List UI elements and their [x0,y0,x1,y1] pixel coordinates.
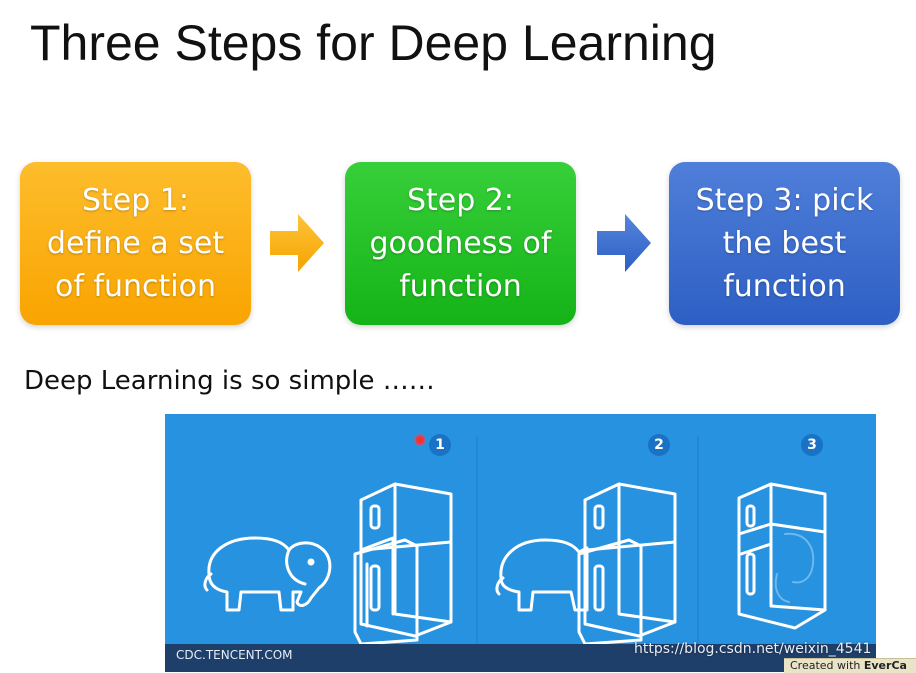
evercam-banner: Created with EverCa [784,658,916,673]
step-1-box: Step 1: define a set of function [20,162,251,325]
fridge-icon [353,482,453,646]
step-badge-3: 3 [801,434,823,456]
elephant-icon [203,536,332,612]
step-3-box: Step 3: pick the best function [669,162,900,325]
right-arrow-icon [270,214,324,272]
step-badge-2: 2 [648,434,670,456]
right-arrow-icon [597,214,651,272]
evercam-prefix: Created with [790,659,864,672]
evercam-brand: EverCa [863,659,907,672]
laser-pointer-icon [414,434,426,446]
source-bar [165,644,876,672]
slide-title: Three Steps for Deep Learning [30,15,717,71]
step-1-label: Step 1: define a set of function [46,183,225,304]
step-2-label: Step 2: goodness of function [369,183,552,304]
illustration-drawing [203,436,827,646]
image-source: CDC.TENCENT.COM [176,648,293,662]
elephant-fridge-illustration: 1 2 3 [165,414,876,672]
elephant-icon [495,538,589,612]
step-2-box: Step 2: goodness of function [345,162,576,325]
step-badge-1: 1 [429,434,451,456]
slide-subtitle: Deep Learning is so simple …… [24,366,435,396]
csdn-watermark: https://blog.csdn.net/weixin_4541 [634,641,872,657]
fridge-icon [577,482,677,646]
step-3-label: Step 3: pick the best function [695,183,874,304]
fridge-icon [737,482,827,630]
